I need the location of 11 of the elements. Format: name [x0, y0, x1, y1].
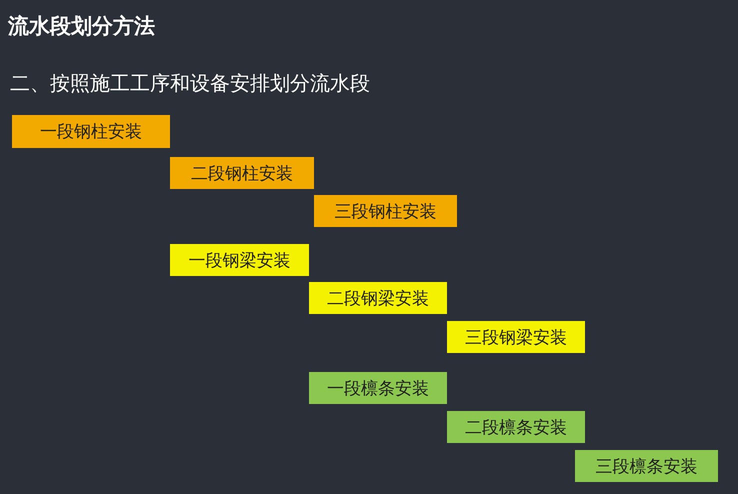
task-bar: 一段檩条安装: [309, 372, 447, 404]
task-bar: 一段钢梁安装: [170, 244, 309, 276]
task-bar: 三段钢柱安装: [314, 195, 457, 227]
task-bar: 二段钢柱安装: [170, 157, 314, 189]
task-bar: 二段檩条安装: [447, 411, 585, 443]
subtitle: 二、按照施工工序和设备安排划分流水段: [10, 70, 370, 97]
task-bar: 一段钢柱安装: [12, 115, 170, 148]
title: 流水段划分方法: [8, 13, 155, 40]
task-bar: 二段钢梁安装: [309, 282, 447, 314]
task-bar: 三段檩条安装: [575, 450, 718, 482]
task-bar: 三段钢梁安装: [447, 321, 585, 353]
